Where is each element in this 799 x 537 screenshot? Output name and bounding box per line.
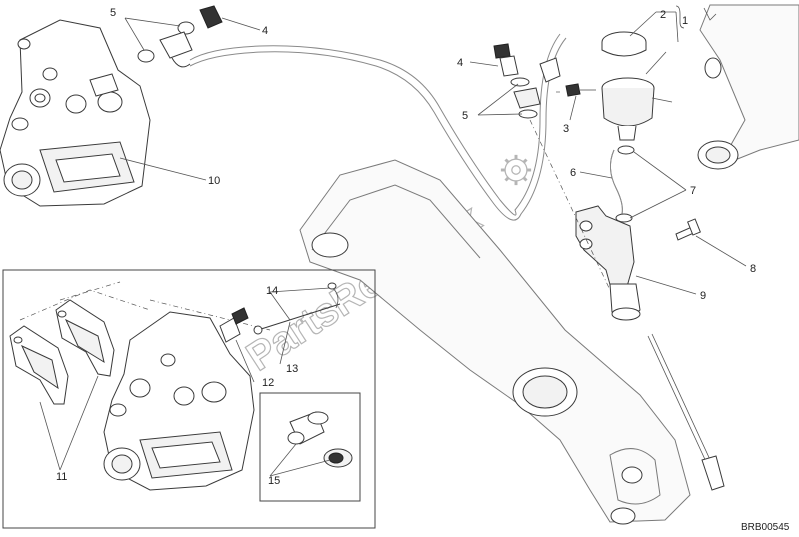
callout-8: 8 (750, 263, 756, 275)
callout-14: 14 (266, 285, 278, 297)
callout-3: 3 (563, 123, 569, 135)
callout-12: 12 (262, 377, 274, 389)
callout-1: 1 (682, 15, 688, 27)
callout-4-right: 4 (457, 57, 463, 69)
leader-lines (39, 11, 747, 477)
frame-section (697, 4, 799, 170)
callout-4-top: 4 (262, 25, 268, 37)
callout-bracket (675, 5, 685, 29)
swingarm (299, 159, 691, 525)
rear-brake-caliper-assembly (0, 5, 223, 207)
callout-9: 9 (700, 290, 706, 302)
brake-hose (189, 33, 567, 221)
callout-7: 7 (690, 185, 696, 197)
callout-5-top: 5 (110, 7, 116, 19)
gear-logo-icon (500, 154, 532, 186)
drawing-code: BRB00545 (741, 522, 790, 533)
rear-master-cylinder-group (493, 31, 725, 491)
callout-6: 6 (570, 167, 576, 179)
caliper-detail-inset (2, 269, 376, 529)
callouts: 5 4 10 4 5 3 1 2 6 7 8 9 11 12 13 14 15 (56, 7, 756, 487)
callout-2: 2 (660, 9, 666, 21)
callout-15: 15 (268, 475, 280, 487)
callout-11: 11 (56, 471, 67, 483)
callout-13: 13 (286, 363, 298, 375)
callout-10: 10 (208, 175, 220, 187)
callout-5-right: 5 (462, 110, 468, 122)
